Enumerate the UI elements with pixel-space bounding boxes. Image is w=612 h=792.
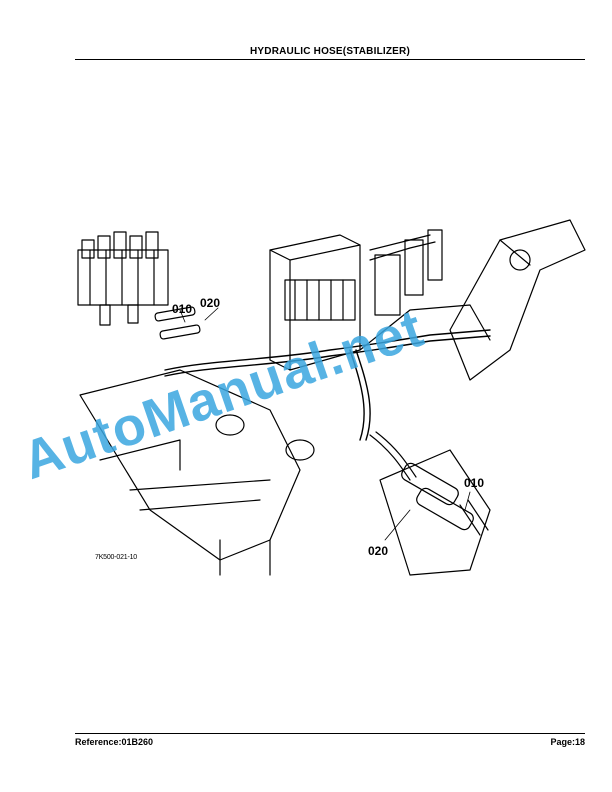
chassis-frame (79, 369, 315, 576)
page-title: HYDRAULIC HOSE(STABILIZER) (249, 46, 410, 57)
figure-code: 7K500-021-10 (95, 554, 137, 561)
main-hose-runs (164, 329, 491, 441)
leader-lines (179, 307, 471, 541)
reference-number: Reference:01B260 (75, 737, 154, 747)
header-rule (75, 59, 585, 60)
callout-010-upper: 010 (172, 302, 193, 316)
hose-pair-upper (154, 306, 201, 340)
page-number: Page:18 (550, 737, 585, 747)
footer-rule (75, 733, 585, 734)
hydraulic-hose-diagram (77, 219, 586, 576)
callout-020-upper: 020 (200, 296, 221, 310)
control-valve-stack (77, 231, 169, 326)
pilot-valve-assembly (369, 229, 443, 316)
callout-020-lower: 020 (368, 544, 389, 558)
stabilizer-cylinder (369, 431, 491, 576)
boom-frame (359, 219, 586, 381)
callout-010-lower: 010 (464, 476, 485, 490)
